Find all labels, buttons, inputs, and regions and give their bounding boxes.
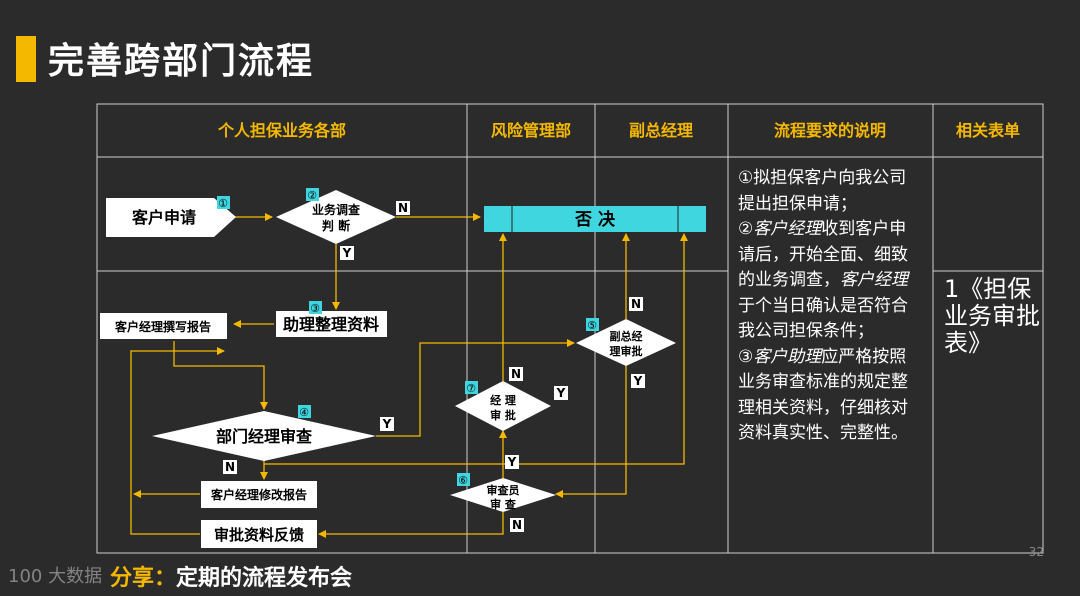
step-badge-4 <box>298 405 311 418</box>
assistant-label: 助理整理资料 <box>283 315 379 334</box>
reject-bar <box>484 206 706 232</box>
vp-approval-decision <box>576 319 676 366</box>
col-header-business: 个人担保业务各部 <box>217 121 346 140</box>
no-tag-investigate <box>396 201 410 215</box>
no-tag-dept <box>223 460 237 474</box>
related-forms: 1《担保业务审批表》 <box>944 275 1040 357</box>
feedback-label: 审批资料反馈 <box>214 526 304 544</box>
revise-report-label: 客户经理修改报告 <box>210 487 307 502</box>
yes-tag-investigate <box>340 246 354 260</box>
svg-text:Y: Y <box>382 417 392 431</box>
step-badge-6 <box>457 473 470 486</box>
page-title: 完善跨部门流程 <box>48 41 315 82</box>
footer-value: 定期的流程发布会 <box>176 566 353 591</box>
step-badge-6-text: ⑥ <box>458 474 468 487</box>
auditor-label-1: 审查员 <box>487 483 520 497</box>
footer-label: 分享： <box>110 566 177 591</box>
write-report-label: 客户经理撰写报告 <box>114 319 211 334</box>
footer-caption: 分享：定期的流程发布会 <box>110 560 352 592</box>
svg-text:Y: Y <box>507 455 517 469</box>
step-badge-3-text: ③ <box>310 302 320 315</box>
no-tag-manager <box>509 367 523 381</box>
customer-apply-node <box>106 198 236 237</box>
svg-text:Y: Y <box>342 246 352 260</box>
col-header-forms: 相关表单 <box>956 121 1020 140</box>
step-badge-3 <box>309 301 322 314</box>
step-badge-7-text: ⑦ <box>466 382 476 395</box>
step-badge-7 <box>465 381 478 394</box>
no-tag-auditor <box>510 518 524 532</box>
step-badge-4-text: ④ <box>299 406 309 419</box>
investigate-label-1: 业务调查 <box>312 202 361 217</box>
revise-report-node <box>201 481 317 508</box>
col-header-vp: 副总经理 <box>629 121 693 140</box>
vp-label-2: 理审批 <box>610 344 643 358</box>
yes-tag-auditor <box>505 455 519 469</box>
manager-approval-decision <box>455 381 551 431</box>
svg-text:N: N <box>512 518 522 532</box>
col-header-description: 流程要求的说明 <box>774 121 886 140</box>
manager-label-2: 审 批 <box>490 408 516 422</box>
yes-tag-dept <box>380 417 394 431</box>
auditor-review-decision <box>450 478 556 512</box>
process-description: ①拟担保客户向我公司提出担保申请； ②客户经理收到客户申请后，开始全面、细致的业… <box>738 166 920 447</box>
svg-text:N: N <box>511 367 521 381</box>
brand-logo: 100 大数据 <box>8 566 103 587</box>
feedback-node <box>201 520 317 548</box>
investigate-decision <box>276 190 396 244</box>
svg-text:Y: Y <box>633 374 643 388</box>
write-report-node <box>100 313 227 339</box>
assistant-node <box>276 311 387 337</box>
page-number: 32 <box>1028 545 1044 559</box>
investigate-label-2: 判 断 <box>322 218 350 233</box>
svg-text:N: N <box>398 201 408 215</box>
yes-tag-manager <box>554 386 568 400</box>
step-badge-1-text: ① <box>218 197 228 210</box>
step-badge-5 <box>586 318 599 331</box>
svg-text:N: N <box>631 297 641 311</box>
col-header-risk: 风险管理部 <box>491 121 571 140</box>
dept-review-label: 部门经理审查 <box>216 427 312 446</box>
customer-apply-label: 客户申请 <box>132 208 196 227</box>
reject-label: 否 决 <box>574 209 616 230</box>
auditor-label-2: 审 查 <box>490 497 516 511</box>
step-badge-2-text: ② <box>307 189 317 202</box>
svg-text:N: N <box>225 460 235 474</box>
desc-step-2: ②客户经理收到客户申请后，开始全面、细致的业务调查，客户经理于个当日确认是否符合… <box>738 219 908 341</box>
dept-review-decision <box>152 411 376 461</box>
manager-label-1: 经 理 <box>490 393 516 407</box>
desc-step-1: ①拟担保客户向我公司提出担保申请； <box>738 168 907 214</box>
yes-tag-vp <box>631 374 645 388</box>
step-badge-2 <box>306 188 319 201</box>
no-tag-vp <box>629 297 643 311</box>
step-badge-5-text: ⑤ <box>587 319 597 332</box>
step-badge-1 <box>217 196 230 209</box>
vp-label-1: 副总经 <box>610 329 643 343</box>
desc-step-3: ③客户助理应严格按照业务审查标准的规定整理相关资料，仔细核对资料真实性、完整性。 <box>738 346 908 444</box>
svg-text:Y: Y <box>556 386 566 400</box>
title-accent-bar <box>16 36 36 82</box>
